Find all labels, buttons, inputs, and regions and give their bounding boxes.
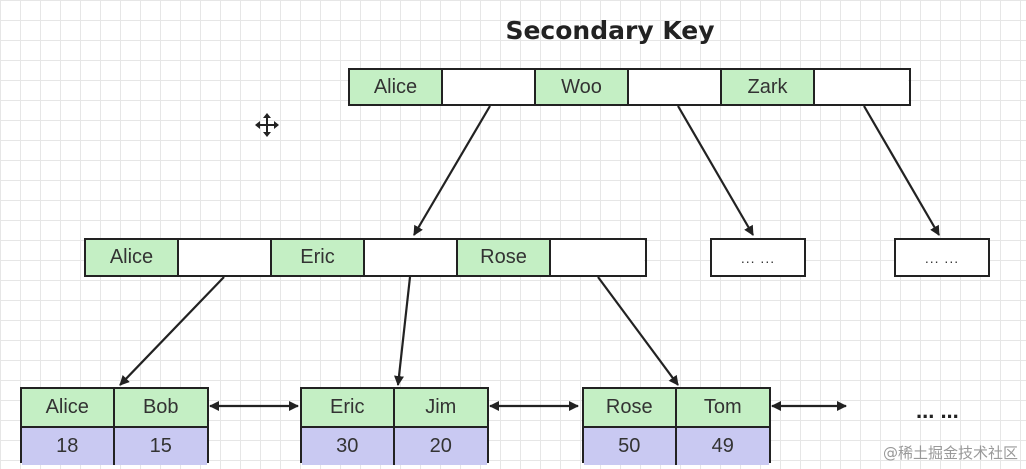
leaf2-key-2: Jim: [394, 389, 487, 426]
leaf2-value-1: 30: [302, 428, 395, 465]
root-key-1: Alice: [350, 70, 443, 104]
watermark: @稀土掘金技术社区: [882, 444, 1018, 462]
leaf3-value-1: 50: [584, 428, 677, 465]
level2-key-1: Alice: [86, 240, 179, 275]
leaf1-key-1: Alice: [22, 389, 115, 426]
leaf1-value-1: 18: [22, 428, 115, 465]
root-key-3: Zark: [722, 70, 815, 104]
root-pointer-2: [629, 70, 722, 104]
leaf1-key-2: Bob: [114, 389, 207, 426]
level2-key-3: Rose: [458, 240, 551, 275]
edge-root-to-collapsed-1: [677, 105, 754, 236]
edge-root-to-level2: [413, 105, 491, 236]
level2-node: Alice Eric Rose: [84, 238, 647, 277]
leaf3-key-2: Tom: [676, 389, 769, 426]
move-icon: [254, 112, 280, 143]
leaf-node-2: Eric Jim 30 20: [300, 387, 489, 465]
collapsed-node-2: ... ...: [894, 238, 990, 277]
leaf2-key-1: Eric: [302, 389, 395, 426]
edge-level2-to-leaf-1: [119, 276, 225, 386]
leaf-node-1: Alice Bob 18 15: [20, 387, 209, 465]
leaf3-value-2: 49: [676, 428, 769, 465]
root-pointer-3: [815, 70, 908, 104]
leaf2-value-2: 20: [394, 428, 487, 465]
leaf-node-3: Rose Tom 50 49: [582, 387, 771, 465]
leaf1-value-2: 15: [114, 428, 207, 465]
level2-key-2: Eric: [272, 240, 365, 275]
diagram-title: Secondary Key: [505, 16, 715, 45]
trailing-ellipsis: ... ...: [916, 398, 959, 423]
root-key-2: Woo: [536, 70, 629, 104]
edge-level2-to-leaf-3: [597, 276, 679, 386]
leaf3-key-1: Rose: [584, 389, 677, 426]
root-node: Alice Woo Zark: [348, 68, 911, 106]
collapsed-node-1: ... ...: [710, 238, 806, 277]
level2-pointer-3: [551, 240, 644, 275]
edge-level2-to-leaf-2: [394, 276, 412, 386]
level2-pointer-2: [365, 240, 458, 275]
edge-root-to-collapsed-2: [863, 105, 940, 236]
level2-pointer-1: [179, 240, 272, 275]
root-pointer-1: [443, 70, 536, 104]
